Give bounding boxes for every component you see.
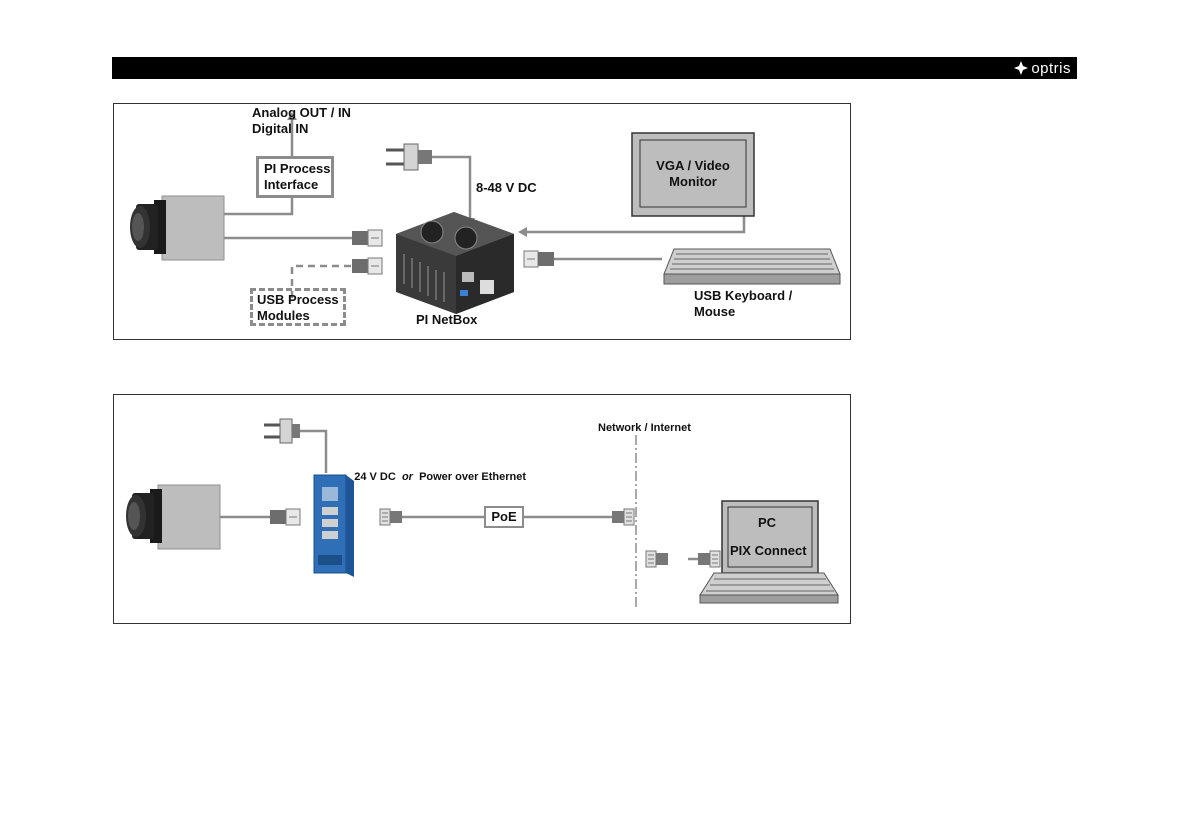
network-label: Network / Internet xyxy=(598,422,691,435)
power-plug-2-icon xyxy=(264,419,300,443)
monitor-arrow xyxy=(518,227,527,237)
power-plug-icon xyxy=(386,144,432,170)
pc-label: PC xyxy=(758,515,776,531)
pi-netbox-icon xyxy=(396,212,514,314)
ethernet-plug-pc-right-icon xyxy=(698,551,720,567)
usb-plug-camera-icon xyxy=(352,230,382,246)
optris-logo-icon xyxy=(1014,61,1028,75)
keyboard-icon xyxy=(664,249,840,284)
keyboard-label: USB Keyboard / Mouse xyxy=(694,288,792,320)
analog-io-label: Analog OUT / IN Digital IN xyxy=(252,105,351,137)
netbox-label: PI NetBox xyxy=(416,312,477,328)
monitor-label: VGA / Video Monitor xyxy=(648,158,738,190)
power-line-2 xyxy=(296,431,326,473)
usb-plug-module-icon xyxy=(352,258,382,274)
process-interface-line xyxy=(224,198,292,214)
ethernet-plug-pc-left-icon xyxy=(646,551,668,567)
power-label: 8-48 V DC xyxy=(476,180,537,196)
ethernet-diagram-svg xyxy=(114,395,852,625)
ethernet-plug-ipc-icon xyxy=(380,509,402,525)
process-interface-box: PI Process Interface xyxy=(256,156,334,198)
diagram-netbox-panel: Analog OUT / IN Digital IN PI Process In… xyxy=(113,103,851,340)
power-over-ethernet-label: 24 V DC or Power over Ethernet xyxy=(342,458,526,497)
poe-box: PoE xyxy=(484,506,524,528)
power-suffix: Power over Ethernet xyxy=(419,471,526,483)
pix-connect-label: PIX Connect xyxy=(730,543,807,559)
camera-2-icon xyxy=(126,485,220,549)
usb-modules-box: USB Process Modules xyxy=(250,288,346,326)
ethernet-plug-network-icon xyxy=(612,509,634,525)
power-or: or xyxy=(402,471,413,483)
brand-logo: optris xyxy=(1014,59,1071,77)
header-bar: optris xyxy=(112,57,1077,79)
power-prefix: 24 V DC xyxy=(354,471,396,483)
camera-1-icon xyxy=(130,196,224,260)
diagram-ethernet-panel: Network / Internet 24 V DC or Power over… xyxy=(113,394,851,624)
usb-plug-keyboard-icon xyxy=(524,251,554,267)
monitor-line xyxy=(524,216,744,232)
power-line xyxy=(432,157,470,222)
brand-name: optris xyxy=(1031,60,1071,77)
usb-plug-2-icon xyxy=(270,509,300,525)
